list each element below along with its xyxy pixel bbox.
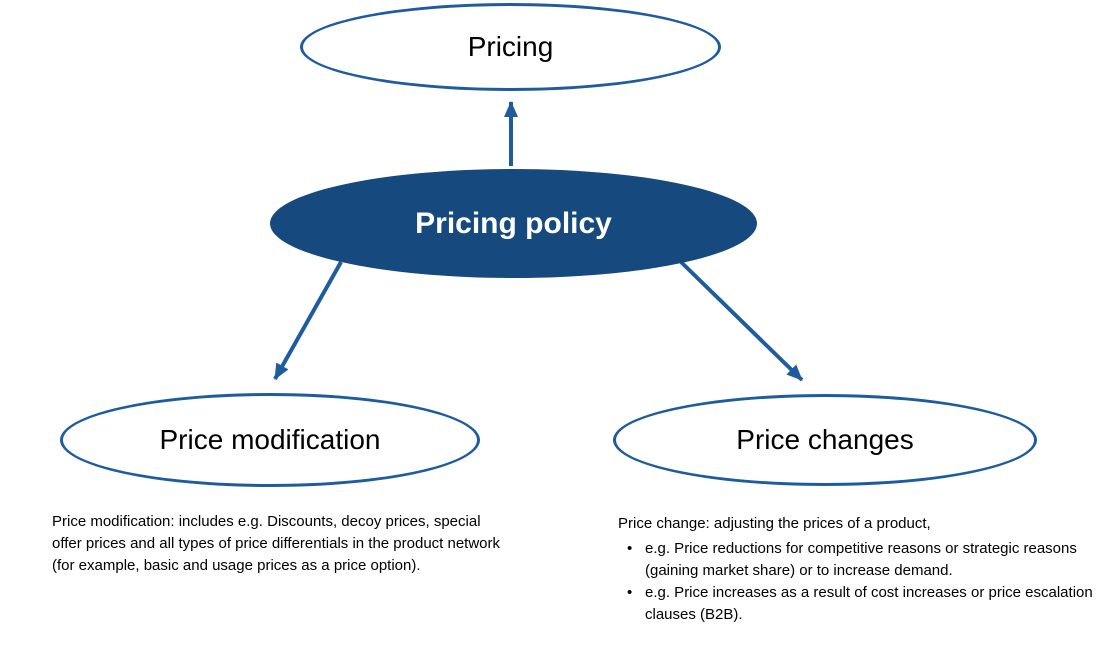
- node-pricing: Pricing: [300, 3, 721, 91]
- arrow-policy-to-price-modification: [273, 261, 343, 380]
- arrow-policy-to-price-changes: [679, 260, 804, 382]
- node-price-modification: Price modification: [60, 393, 480, 487]
- price-changes-bullet-list: • e.g. Price reductions for competitive …: [618, 538, 1108, 626]
- price-changes-note: Price change: adjusting the prices of a …: [618, 513, 1108, 626]
- bullet-item: • e.g. Price increases as a result of co…: [618, 582, 1108, 626]
- node-pricing-label: Pricing: [467, 31, 554, 62]
- bullet-icon: •: [627, 540, 633, 557]
- bullet-item: • e.g. Price reductions for competitive …: [618, 538, 1108, 582]
- node-pricing-policy: Pricing policy: [270, 169, 757, 278]
- price-modification-note: Price modification: includes e.g. Discou…: [52, 513, 501, 574]
- bullet-text: e.g. Price increases as a result of cost…: [645, 584, 1093, 623]
- bullet-text: e.g. Price reductions for competitive re…: [645, 540, 1077, 579]
- node-price-changes: Price changes: [613, 394, 1037, 486]
- bullet-icon: •: [627, 584, 633, 601]
- node-price-modification-label: Price modification: [159, 424, 381, 455]
- node-price-changes-label: Price changes: [736, 424, 914, 455]
- node-pricing-policy-label: Pricing policy: [415, 206, 612, 240]
- price-changes-note-intro: Price change: adjusting the prices of a …: [618, 515, 931, 532]
